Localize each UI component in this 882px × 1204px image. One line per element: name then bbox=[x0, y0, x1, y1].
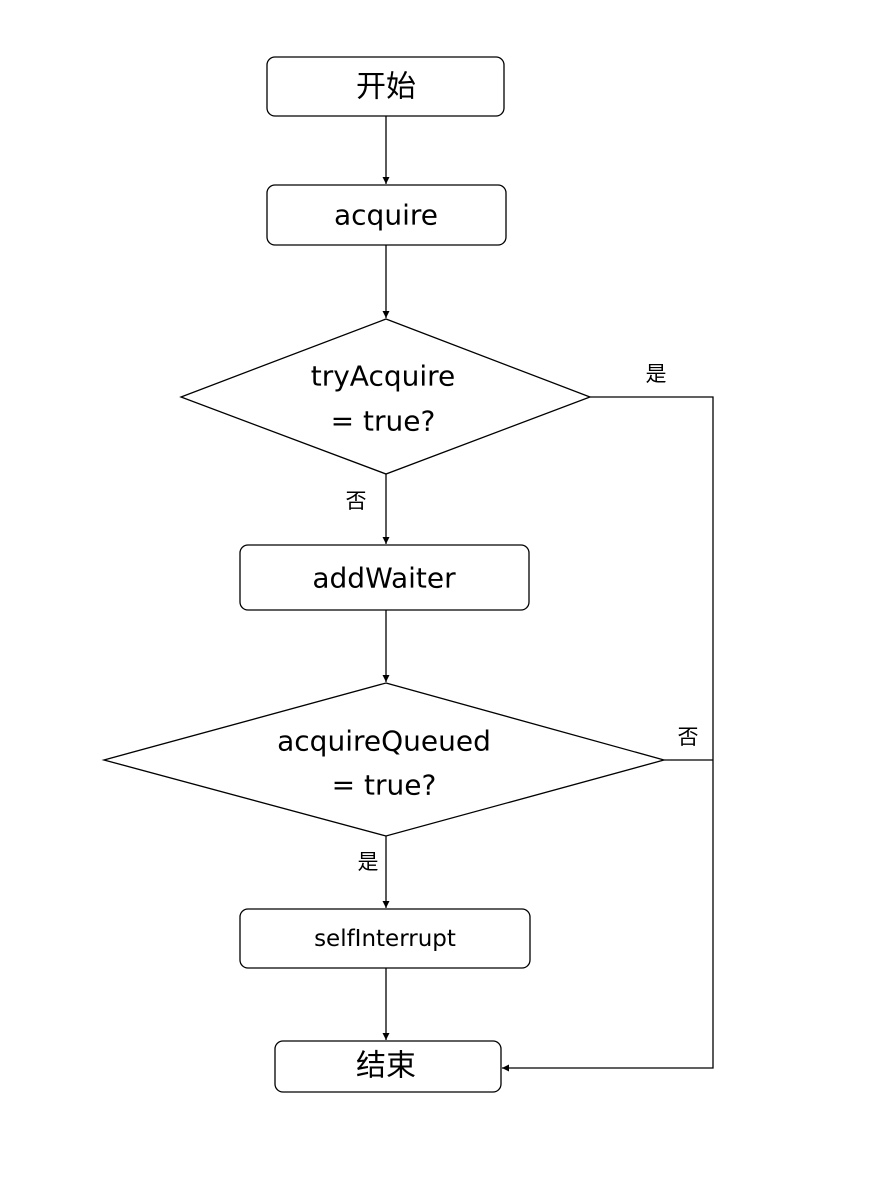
start-node-label: 开始 bbox=[356, 70, 416, 105]
edge-label-acquire-queued-yes: 是 bbox=[358, 850, 379, 874]
self-interrupt-node-label: selfInterrupt bbox=[314, 926, 456, 952]
start-node bbox=[266, 56, 505, 117]
try-acquire-decision bbox=[179, 318, 592, 475]
acquire-node bbox=[266, 184, 507, 246]
acquire-queued-label-line-2: = true? bbox=[332, 769, 437, 802]
acquire-node-label: acquire bbox=[334, 199, 438, 232]
try-acquire-label-line-2: = true? bbox=[331, 405, 436, 438]
acquire-queued-label-line-1: acquireQueued bbox=[277, 725, 491, 758]
end-node-label: 结束 bbox=[356, 1049, 416, 1084]
acquire-queued-decision bbox=[101, 682, 667, 837]
try-acquire-label-line-1: tryAcquire bbox=[311, 360, 456, 393]
edge-label-try-acquire-yes: 是 bbox=[646, 362, 667, 386]
edge-try-acquire-yes-to-end bbox=[502, 396, 714, 1072]
end-node bbox=[274, 1040, 502, 1093]
edge-label-acquire-queued-no: 否 bbox=[678, 725, 699, 749]
add-waiter-node bbox=[239, 544, 530, 611]
self-interrupt-node bbox=[239, 908, 531, 969]
add-waiter-node-label: addWaiter bbox=[312, 562, 456, 595]
edge-label-try-acquire-no: 否 bbox=[346, 489, 367, 513]
